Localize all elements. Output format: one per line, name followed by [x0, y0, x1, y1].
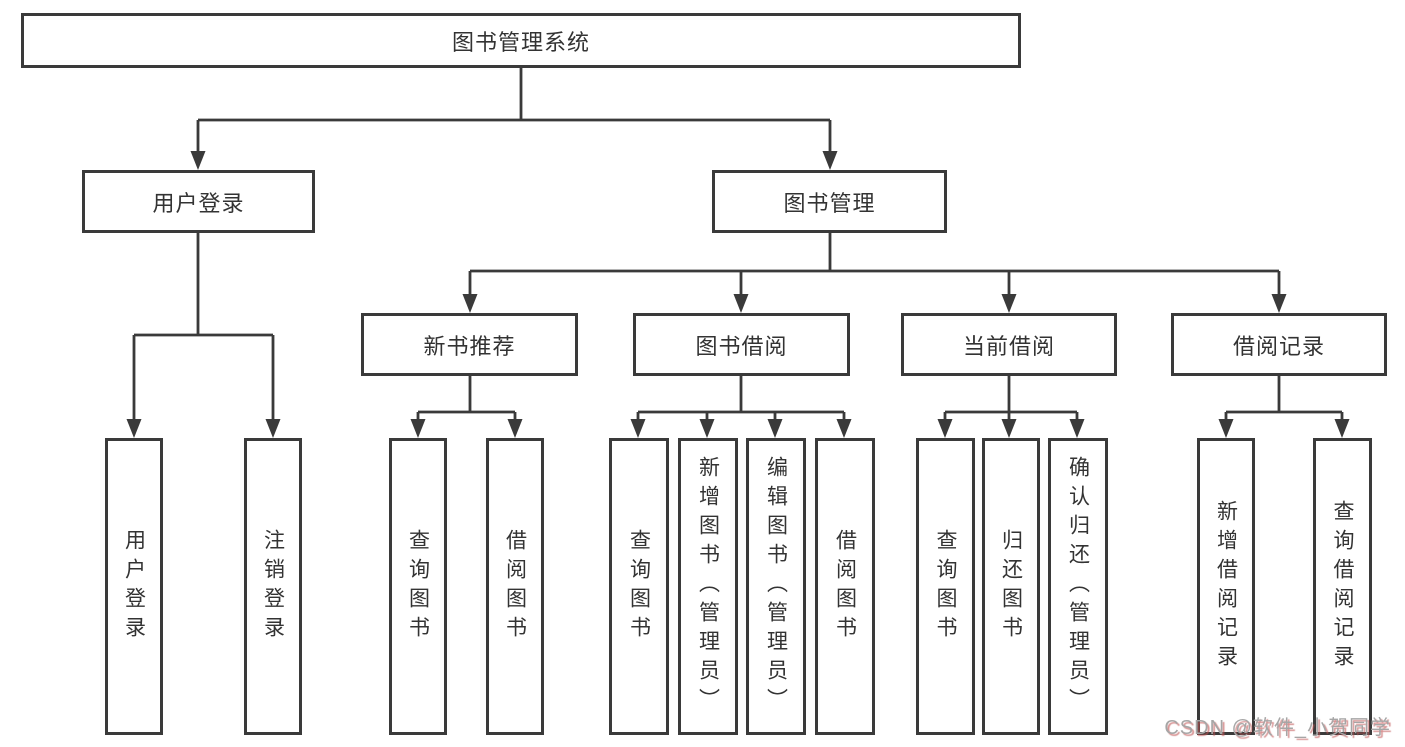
connector-root-to-level2 [196, 68, 832, 157]
csdn-watermark: CSDN @软件_小贺同学 [1164, 717, 1391, 739]
leaf-user-login-label: 用户登录 [122, 528, 146, 645]
leaf-query-borrow-record: 查询借阅记录 [1313, 438, 1372, 735]
connector-recommend-children [416, 376, 517, 425]
leaf-recommend-borrow-books-label: 借阅图书 [503, 528, 527, 645]
node-book-management: 图书管理 [712, 170, 947, 233]
leaf-current-query-books: 查询图书 [916, 438, 975, 735]
leaf-add-borrow-record: 新增借阅记录 [1197, 438, 1255, 735]
leaf-borrow-query-books-label: 查询图书 [627, 528, 651, 645]
leaf-logout-label: 注销登录 [261, 528, 285, 645]
leaf-return-books: 归还图书 [982, 438, 1040, 735]
leaf-borrow-borrow-books: 借阅图书 [815, 438, 875, 735]
leaf-edit-books-admin-label: 编辑图书（管理员） [764, 456, 788, 717]
leaf-confirm-return-admin-label: 确认归还（管理员） [1066, 456, 1090, 717]
connector-book-management-children [468, 233, 1281, 300]
node-new-book-recommend-label: 新书推荐 [423, 333, 516, 359]
connector-current-children [943, 376, 1079, 425]
node-current-borrow-label: 当前借阅 [962, 333, 1055, 359]
leaf-current-query-books-label: 查询图书 [934, 528, 957, 645]
connector-user-login-children [132, 233, 275, 425]
leaf-recommend-query-books-label: 查询图书 [406, 528, 430, 645]
leaf-borrow-borrow-books-label: 借阅图书 [833, 528, 857, 645]
root-box-library-system: 图书管理系统 [21, 13, 1021, 68]
leaf-confirm-return-admin: 确认归还（管理员） [1048, 438, 1108, 735]
node-user-login: 用户登录 [82, 170, 315, 233]
leaf-add-books-admin: 新增图书（管理员） [678, 438, 738, 735]
node-book-borrow: 图书借阅 [633, 313, 850, 376]
leaf-add-books-admin-label: 新增图书（管理员） [696, 456, 720, 717]
leaf-user-login: 用户登录 [105, 438, 163, 735]
node-current-borrow: 当前借阅 [901, 313, 1117, 376]
leaf-edit-books-admin: 编辑图书（管理员） [746, 438, 806, 735]
node-borrow-records-label: 借阅记录 [1232, 333, 1325, 359]
node-user-login-label: 用户登录 [152, 190, 245, 216]
leaf-borrow-query-books: 查询图书 [609, 438, 669, 735]
node-borrow-records: 借阅记录 [1171, 313, 1387, 376]
leaf-query-borrow-record-label: 查询借阅记录 [1331, 499, 1354, 674]
connector-records-children [1224, 376, 1344, 425]
leaf-logout: 注销登录 [244, 438, 302, 735]
leaf-return-books-label: 归还图书 [999, 528, 1023, 645]
node-book-borrow-label: 图书借阅 [695, 333, 788, 359]
leaf-recommend-query-books: 查询图书 [389, 438, 447, 735]
leaf-add-borrow-record-label: 新增借阅记录 [1214, 499, 1238, 674]
connector-borrow-children [636, 376, 846, 425]
node-new-book-recommend: 新书推荐 [361, 313, 578, 376]
root-label: 图书管理系统 [451, 29, 590, 55]
node-book-management-label: 图书管理 [783, 190, 876, 216]
leaf-recommend-borrow-books: 借阅图书 [486, 438, 544, 735]
